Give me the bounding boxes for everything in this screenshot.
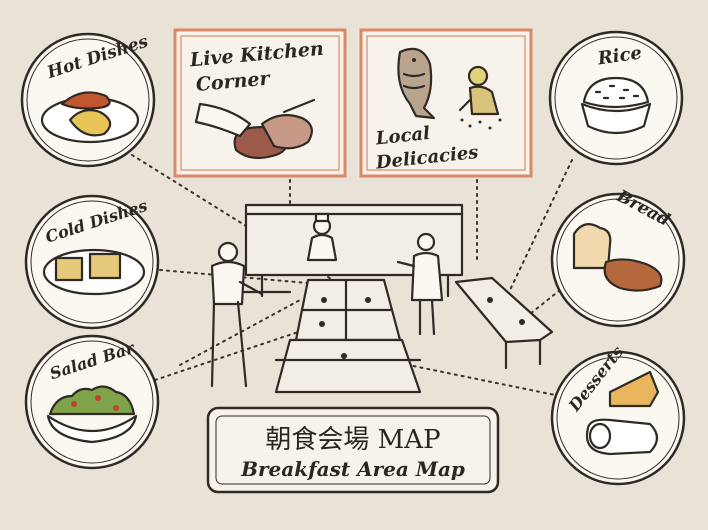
title-japanese: 朝食会場 MAP bbox=[265, 425, 440, 455]
station-hot-dishes bbox=[20, 32, 156, 168]
guest-figure-left bbox=[210, 241, 264, 388]
local-delicacies-panel bbox=[359, 28, 533, 178]
fish-illustration bbox=[397, 47, 436, 120]
grilled-meat-illustration bbox=[194, 98, 316, 160]
station-desserts bbox=[550, 350, 686, 486]
farmer-illustration bbox=[458, 65, 502, 130]
station-cold-dishes bbox=[24, 194, 160, 330]
station-salad-bar bbox=[24, 334, 160, 470]
station-bread bbox=[550, 192, 686, 328]
title-english: Breakfast Area Map bbox=[240, 457, 465, 481]
station-rice bbox=[548, 30, 684, 166]
dining-floor bbox=[230, 203, 554, 394]
live-kitchen-panel bbox=[173, 28, 347, 178]
chef-figure bbox=[306, 212, 338, 262]
title-plaque bbox=[206, 406, 500, 494]
guest-figure-right bbox=[396, 232, 444, 336]
